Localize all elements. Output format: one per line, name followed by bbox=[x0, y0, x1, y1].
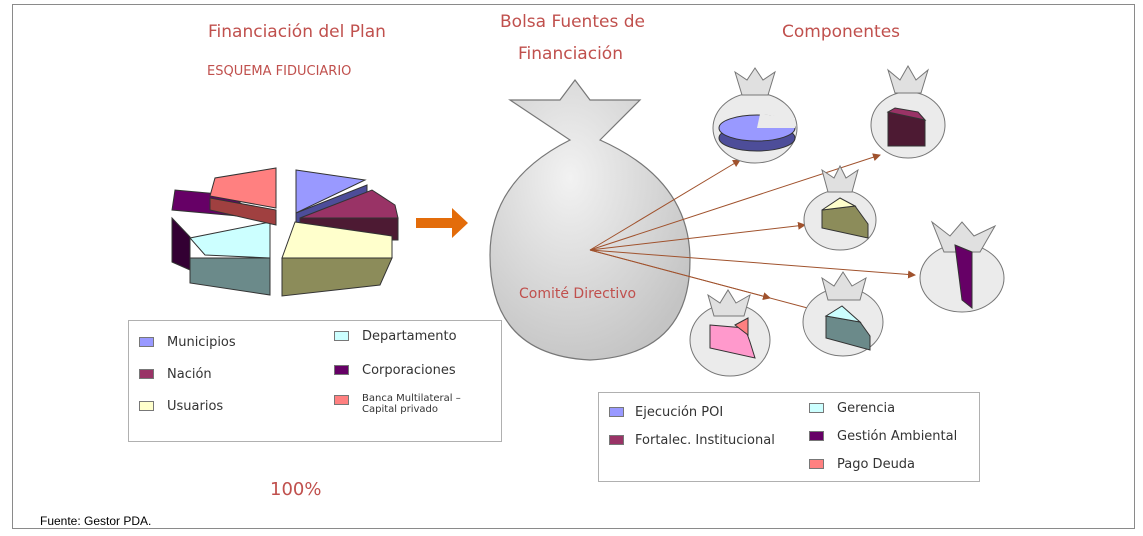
legend-label: Fortalec. Institucional bbox=[635, 433, 775, 448]
legend-swatch bbox=[809, 431, 824, 441]
legend-swatch bbox=[139, 337, 154, 347]
legend-item-usuarios: Usuarios bbox=[139, 399, 223, 414]
flow-arrow-icon bbox=[416, 208, 468, 238]
component-bag-fortalecimiento bbox=[870, 64, 946, 159]
legend-item-ejecucion-poi: Ejecución POI bbox=[609, 405, 723, 420]
legend-swatch bbox=[609, 435, 624, 445]
legend-swatch bbox=[139, 401, 154, 411]
title-components: Componentes bbox=[782, 22, 901, 42]
pie-slice-banca bbox=[209, 167, 277, 226]
legend-item-nacion: Nación bbox=[139, 367, 212, 382]
legend-label: Nación bbox=[167, 367, 212, 382]
committee-label: Comité Directivo bbox=[519, 286, 637, 302]
legend-swatch bbox=[334, 365, 349, 375]
pie-slice-departamento bbox=[189, 221, 271, 296]
legend-swatch bbox=[809, 403, 824, 413]
title-funding-pool-line2: Financiación bbox=[518, 44, 623, 64]
legend-label: Municipios bbox=[167, 335, 236, 350]
legend-item-departamento: Departamento bbox=[334, 329, 457, 344]
legend-item-municipios: Municipios bbox=[139, 335, 236, 350]
legend-swatch bbox=[334, 331, 349, 341]
components-legend: Ejecución POI Fortalec. Institucional Ge… bbox=[598, 392, 980, 482]
component-bag-gerencia-secondary bbox=[802, 271, 884, 357]
legend-item-banca: Banca Multilateral – Capital privado bbox=[334, 393, 461, 415]
legend-label-line2: Capital privado bbox=[362, 404, 438, 415]
sources-legend: Municipios Nación Usuarios Departamento … bbox=[128, 320, 502, 442]
sources-pie-chart bbox=[171, 167, 399, 297]
component-bag-gestion-ambiental bbox=[919, 220, 1005, 313]
component-bag-ejecucion-poi bbox=[712, 67, 798, 164]
component-bag-gerencia bbox=[803, 164, 877, 251]
figure-frame bbox=[12, 4, 1135, 529]
legend-label: Departamento bbox=[362, 329, 457, 344]
legend-item-gerencia: Gerencia bbox=[809, 401, 895, 416]
legend-item-gestion-ambiental: Gestión Ambiental bbox=[809, 429, 957, 444]
source-caption: Fuente: Gestor PDA. bbox=[40, 514, 152, 528]
legend-swatch bbox=[609, 407, 624, 417]
pie-slice-usuarios bbox=[281, 221, 393, 297]
component-bag-pago-deuda bbox=[689, 289, 771, 377]
legend-swatch bbox=[139, 369, 154, 379]
legend-label: Pago Deuda bbox=[837, 457, 916, 472]
legend-swatch bbox=[809, 459, 824, 469]
legend-swatch bbox=[334, 395, 349, 405]
legend-item-corporaciones: Corporaciones bbox=[334, 363, 456, 378]
legend-label: Gestión Ambiental bbox=[837, 429, 958, 444]
title-funding-pool-line1: Bolsa Fuentes de bbox=[500, 12, 645, 32]
legend-item-fortalecimiento: Fortalec. Institucional bbox=[609, 433, 775, 448]
total-percentage: 100% bbox=[270, 479, 322, 500]
subtitle-trust-scheme: ESQUEMA FIDUCIARIO bbox=[207, 64, 352, 79]
legend-label: Gerencia bbox=[837, 401, 896, 416]
legend-label: Corporaciones bbox=[362, 363, 456, 378]
legend-label: Ejecución POI bbox=[635, 405, 724, 420]
legend-label-line1: Banca Multilateral – bbox=[362, 393, 461, 404]
funding-pool-bag-icon bbox=[489, 79, 691, 361]
distribution-arrows bbox=[589, 153, 916, 313]
legend-item-pago-deuda: Pago Deuda bbox=[809, 457, 915, 472]
legend-label: Usuarios bbox=[167, 399, 224, 414]
title-financing-plan: Financiación del Plan bbox=[208, 22, 386, 42]
